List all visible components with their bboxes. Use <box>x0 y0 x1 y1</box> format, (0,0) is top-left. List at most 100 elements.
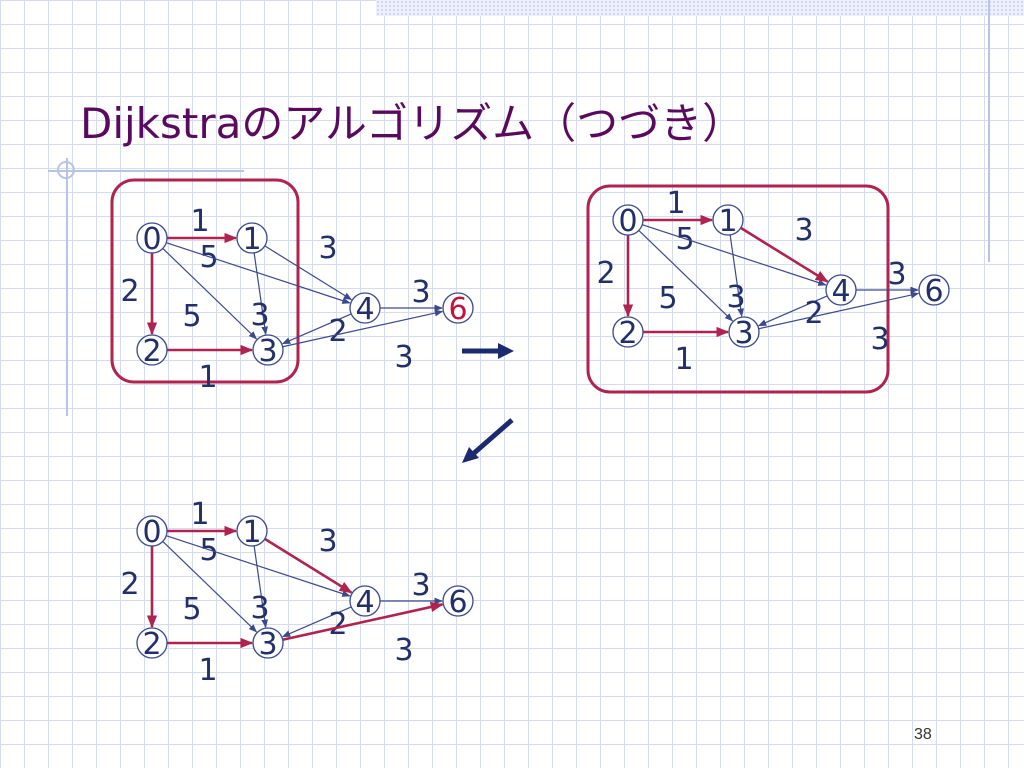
edge-4-3 <box>757 295 828 327</box>
node-circle <box>236 515 268 547</box>
edge-0-3 <box>162 247 258 340</box>
weight-label-1-4: 3 <box>794 213 813 248</box>
weight-label-0-1: 1 <box>190 497 209 532</box>
edge-0-3 <box>638 229 734 322</box>
weight-label-0-3: 5 <box>675 222 694 257</box>
edge-0-3 <box>162 540 258 633</box>
node-4: 4 <box>349 585 381 620</box>
node-label-3: 3 <box>258 627 277 662</box>
node-label-4: 4 <box>831 274 850 309</box>
edge-1-3 <box>253 545 268 628</box>
weight-label-0-4: 5 <box>182 592 201 627</box>
node-label-2: 2 <box>142 334 161 369</box>
edge-4-3 <box>281 313 352 345</box>
node-label-3: 3 <box>734 316 753 351</box>
node-3: 3 <box>252 627 284 662</box>
node-0: 0 <box>136 222 168 257</box>
weight-label-1-4: 3 <box>318 524 337 559</box>
weight-label-1-3: 3 <box>250 298 269 333</box>
node-1: 1 <box>236 515 268 550</box>
weight-label-0-3: 5 <box>199 533 218 568</box>
node-circle <box>252 334 284 366</box>
node-circle <box>442 292 474 324</box>
edge-4-3 <box>281 606 352 638</box>
edge-1-3 <box>729 234 744 317</box>
edge-3-6 <box>282 601 444 642</box>
edge-1-3 <box>253 252 268 335</box>
node-circle <box>136 515 168 547</box>
node-label-0: 0 <box>142 515 161 550</box>
node-label-1: 1 <box>242 222 261 257</box>
decor-line-left <box>66 158 68 416</box>
down-left-arrow-icon <box>462 418 514 463</box>
node-circle <box>825 274 857 306</box>
weight-label-0-2: 2 <box>596 256 615 291</box>
weight-label-4-6: 3 <box>411 275 430 310</box>
node-circle <box>612 316 644 348</box>
weight-label-2-3: 1 <box>674 342 693 377</box>
node-3: 3 <box>252 334 284 369</box>
weight-label-0-4: 5 <box>658 281 677 316</box>
node-label-4: 4 <box>355 292 374 327</box>
node-circle <box>612 204 644 236</box>
node-label-6: 6 <box>924 274 943 309</box>
weight-label-0-3: 5 <box>199 240 218 275</box>
weight-label-3-6: 3 <box>394 633 413 668</box>
weight-label-0-4: 5 <box>182 299 201 334</box>
weight-label-2-3: 1 <box>198 360 217 395</box>
weight-label-0-1: 1 <box>666 186 685 221</box>
node-0: 0 <box>136 515 168 550</box>
weight-label-3-6: 3 <box>870 322 889 357</box>
weight-label-3-6: 3 <box>394 340 413 375</box>
visited-set-box <box>586 184 890 394</box>
decor-line-right <box>988 0 990 262</box>
weight-label-0-1: 1 <box>190 204 209 239</box>
node-circle <box>918 274 950 306</box>
weight-label-1-3: 3 <box>250 591 269 626</box>
weight-label-4-3: 2 <box>804 296 823 331</box>
node-circle <box>136 627 168 659</box>
edge-1-4 <box>264 245 353 301</box>
node-label-2: 2 <box>618 316 637 351</box>
node-2: 2 <box>612 316 644 351</box>
node-circle <box>728 316 760 348</box>
node-1: 1 <box>236 222 268 257</box>
node-6: 6 <box>918 274 950 309</box>
page-number: 38 <box>914 726 932 743</box>
node-label-4: 4 <box>355 585 374 620</box>
node-label-0: 0 <box>142 222 161 257</box>
weight-label-1-3: 3 <box>726 280 745 315</box>
node-circle <box>252 627 284 659</box>
node-label-6: 6 <box>448 292 467 327</box>
edge-1-4 <box>740 226 829 283</box>
node-6: 6 <box>442 292 474 327</box>
node-label-1: 1 <box>242 515 261 550</box>
node-6: 6 <box>442 585 474 620</box>
node-label-3: 3 <box>258 334 277 369</box>
node-circle <box>136 334 168 366</box>
node-3: 3 <box>728 316 760 351</box>
node-label-1: 1 <box>718 204 737 239</box>
weight-label-4-6: 3 <box>887 257 906 292</box>
edge-0-4 <box>166 535 351 597</box>
node-circle <box>442 585 474 617</box>
node-4: 4 <box>349 292 381 327</box>
node-circle <box>349 292 381 324</box>
weight-label-0-2: 2 <box>120 274 139 309</box>
edge-0-4 <box>642 224 827 286</box>
node-2: 2 <box>136 627 168 662</box>
edge-3-6 <box>282 309 444 348</box>
title-circle-ornament <box>57 161 75 179</box>
edge-0-4 <box>166 242 351 304</box>
right-arrow-icon <box>462 343 514 359</box>
node-label-0: 0 <box>618 204 637 239</box>
weight-label-0-2: 2 <box>120 567 139 602</box>
node-0: 0 <box>612 204 644 239</box>
weight-label-4-3: 2 <box>328 314 347 349</box>
node-2: 2 <box>136 334 168 369</box>
